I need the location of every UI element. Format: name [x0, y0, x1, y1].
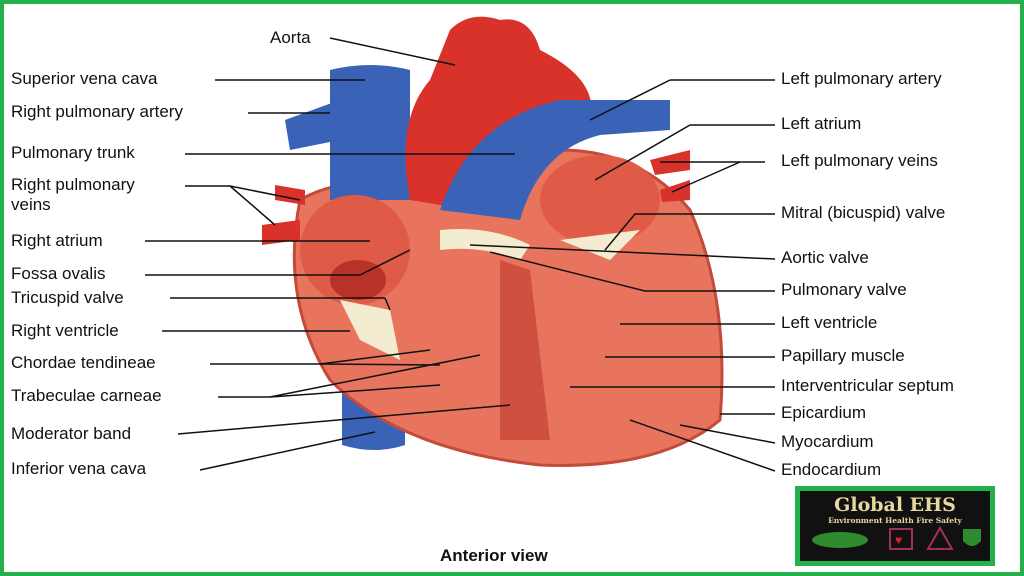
- label-superior-vena-cava: Superior vena cava: [11, 69, 158, 88]
- superior-vena-cava: [330, 65, 410, 200]
- medical-cross-icon: [889, 528, 913, 550]
- global-ehs-logo: Global EHS Environment Health Fire Safet…: [795, 486, 995, 566]
- label-aortic-valve: Aortic valve: [781, 248, 869, 267]
- right-pulmonary-veins: [262, 185, 305, 245]
- label-left-pulmonary-artery: Left pulmonary artery: [781, 69, 942, 88]
- label-right-atrium: Right atrium: [11, 231, 103, 250]
- leader-lines: [145, 37, 776, 472]
- label-fossa-ovalis: Fossa ovalis: [11, 264, 106, 283]
- label-pulmonary-valve: Pulmonary valve: [781, 280, 907, 299]
- label-moderator-band: Moderator band: [11, 424, 132, 443]
- label-mitral-valve: Mitral (bicuspid) valve: [781, 203, 946, 222]
- logo-icons: ♥: [812, 525, 981, 550]
- label-left-ventricle: Left ventricle: [781, 313, 878, 332]
- label-pulmonary-trunk: Pulmonary trunk: [11, 143, 135, 162]
- label-endocardium: Endocardium: [781, 460, 882, 479]
- pulmonary-trunk: [440, 100, 670, 220]
- label-right-pulmonary-artery: Right pulmonary artery: [11, 102, 183, 121]
- label-tricuspid-valve: Tricuspid valve: [11, 288, 124, 307]
- label-trabeculae-carneae: Trabeculae carneae: [11, 386, 162, 405]
- fire-triangle-icon: [926, 525, 954, 550]
- logo-subtitle: Environment Health Fire Safety: [828, 516, 962, 525]
- valves: [340, 229, 640, 360]
- label-interventricular-septum: Interventricular septum: [781, 376, 954, 395]
- label-inferior-vena-cava: Inferior vena cava: [11, 459, 147, 478]
- label-left-pulmonary-veins: Left pulmonary veins: [781, 151, 938, 170]
- left-atrium: [540, 155, 660, 245]
- label-right-ventricle: Right ventricle: [11, 321, 119, 340]
- label-chordae-tendineae: Chordae tendineae: [11, 353, 156, 372]
- tree-icon: [812, 532, 868, 548]
- fossa-ovalis: [330, 260, 386, 300]
- shield-icon: [963, 529, 981, 546]
- label-aorta: Aorta: [270, 28, 311, 47]
- label-myocardium: Myocardium: [781, 432, 874, 451]
- label-right-pulmonary-veins: Right pulmonary veins: [11, 175, 135, 214]
- label-papillary-muscle: Papillary muscle: [781, 346, 905, 365]
- label-epicardium: Epicardium: [781, 403, 867, 422]
- caption: Anterior view: [440, 546, 548, 565]
- label-left-atrium: Left atrium: [781, 114, 862, 133]
- logo-title: Global EHS: [834, 494, 956, 516]
- interventricular-septum: [500, 260, 550, 440]
- heart-icon: ♥: [895, 533, 902, 547]
